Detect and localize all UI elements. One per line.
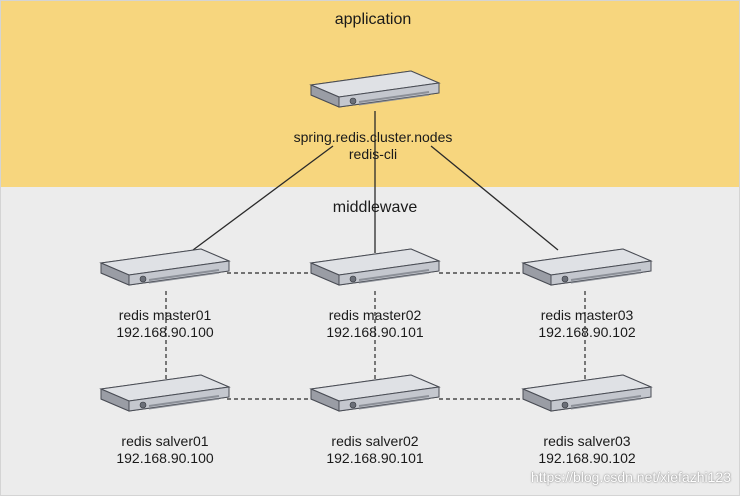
master03-server-icon <box>522 248 652 286</box>
master01-label: redis master01 192.168.90.100 <box>116 307 213 341</box>
slave02-server-icon <box>310 374 440 412</box>
slave01-server-icon <box>100 374 230 412</box>
slave01-label: redis salver01 192.168.90.100 <box>116 433 213 467</box>
slave03-ip: 192.168.90.102 <box>538 450 636 466</box>
master02-name: redis master02 <box>328 307 422 323</box>
link-client-master01 <box>192 145 334 251</box>
master01-name: redis master01 <box>118 307 212 323</box>
watermark-text: https://blog.csdn.net/xiefazhi123 <box>530 469 731 485</box>
master02-label: redis master02 192.168.90.101 <box>326 307 423 341</box>
middleware-zone <box>1 187 739 495</box>
slave03-server-icon <box>522 374 652 412</box>
master01-ip: 192.168.90.100 <box>116 324 214 340</box>
client-label: spring.redis.cluster.nodes redis-cli <box>294 129 453 163</box>
slave02-name: redis salver02 <box>331 433 419 449</box>
master02-ip: 192.168.90.101 <box>326 324 424 340</box>
middleware-zone-title: middlewave <box>332 199 418 216</box>
master03-ip: 192.168.90.102 <box>538 324 636 340</box>
client-server-icon <box>310 70 440 108</box>
application-zone-title: application <box>334 11 412 28</box>
master02-server-icon <box>310 248 440 286</box>
link-client-master03 <box>430 145 559 251</box>
slave01-ip: 192.168.90.100 <box>116 450 214 466</box>
master03-label: redis master03 192.168.90.102 <box>538 307 635 341</box>
slave03-label: redis salver03 192.168.90.102 <box>538 433 635 467</box>
slave01-name: redis salver01 <box>121 433 209 449</box>
slave02-ip: 192.168.90.101 <box>326 450 424 466</box>
master01-server-icon <box>100 248 230 286</box>
slave02-label: redis salver02 192.168.90.101 <box>326 433 423 467</box>
client-cli-text: redis-cli <box>348 146 398 162</box>
client-config-text: spring.redis.cluster.nodes <box>293 129 453 145</box>
master03-name: redis master03 <box>540 307 634 323</box>
slave03-name: redis salver03 <box>543 433 631 449</box>
